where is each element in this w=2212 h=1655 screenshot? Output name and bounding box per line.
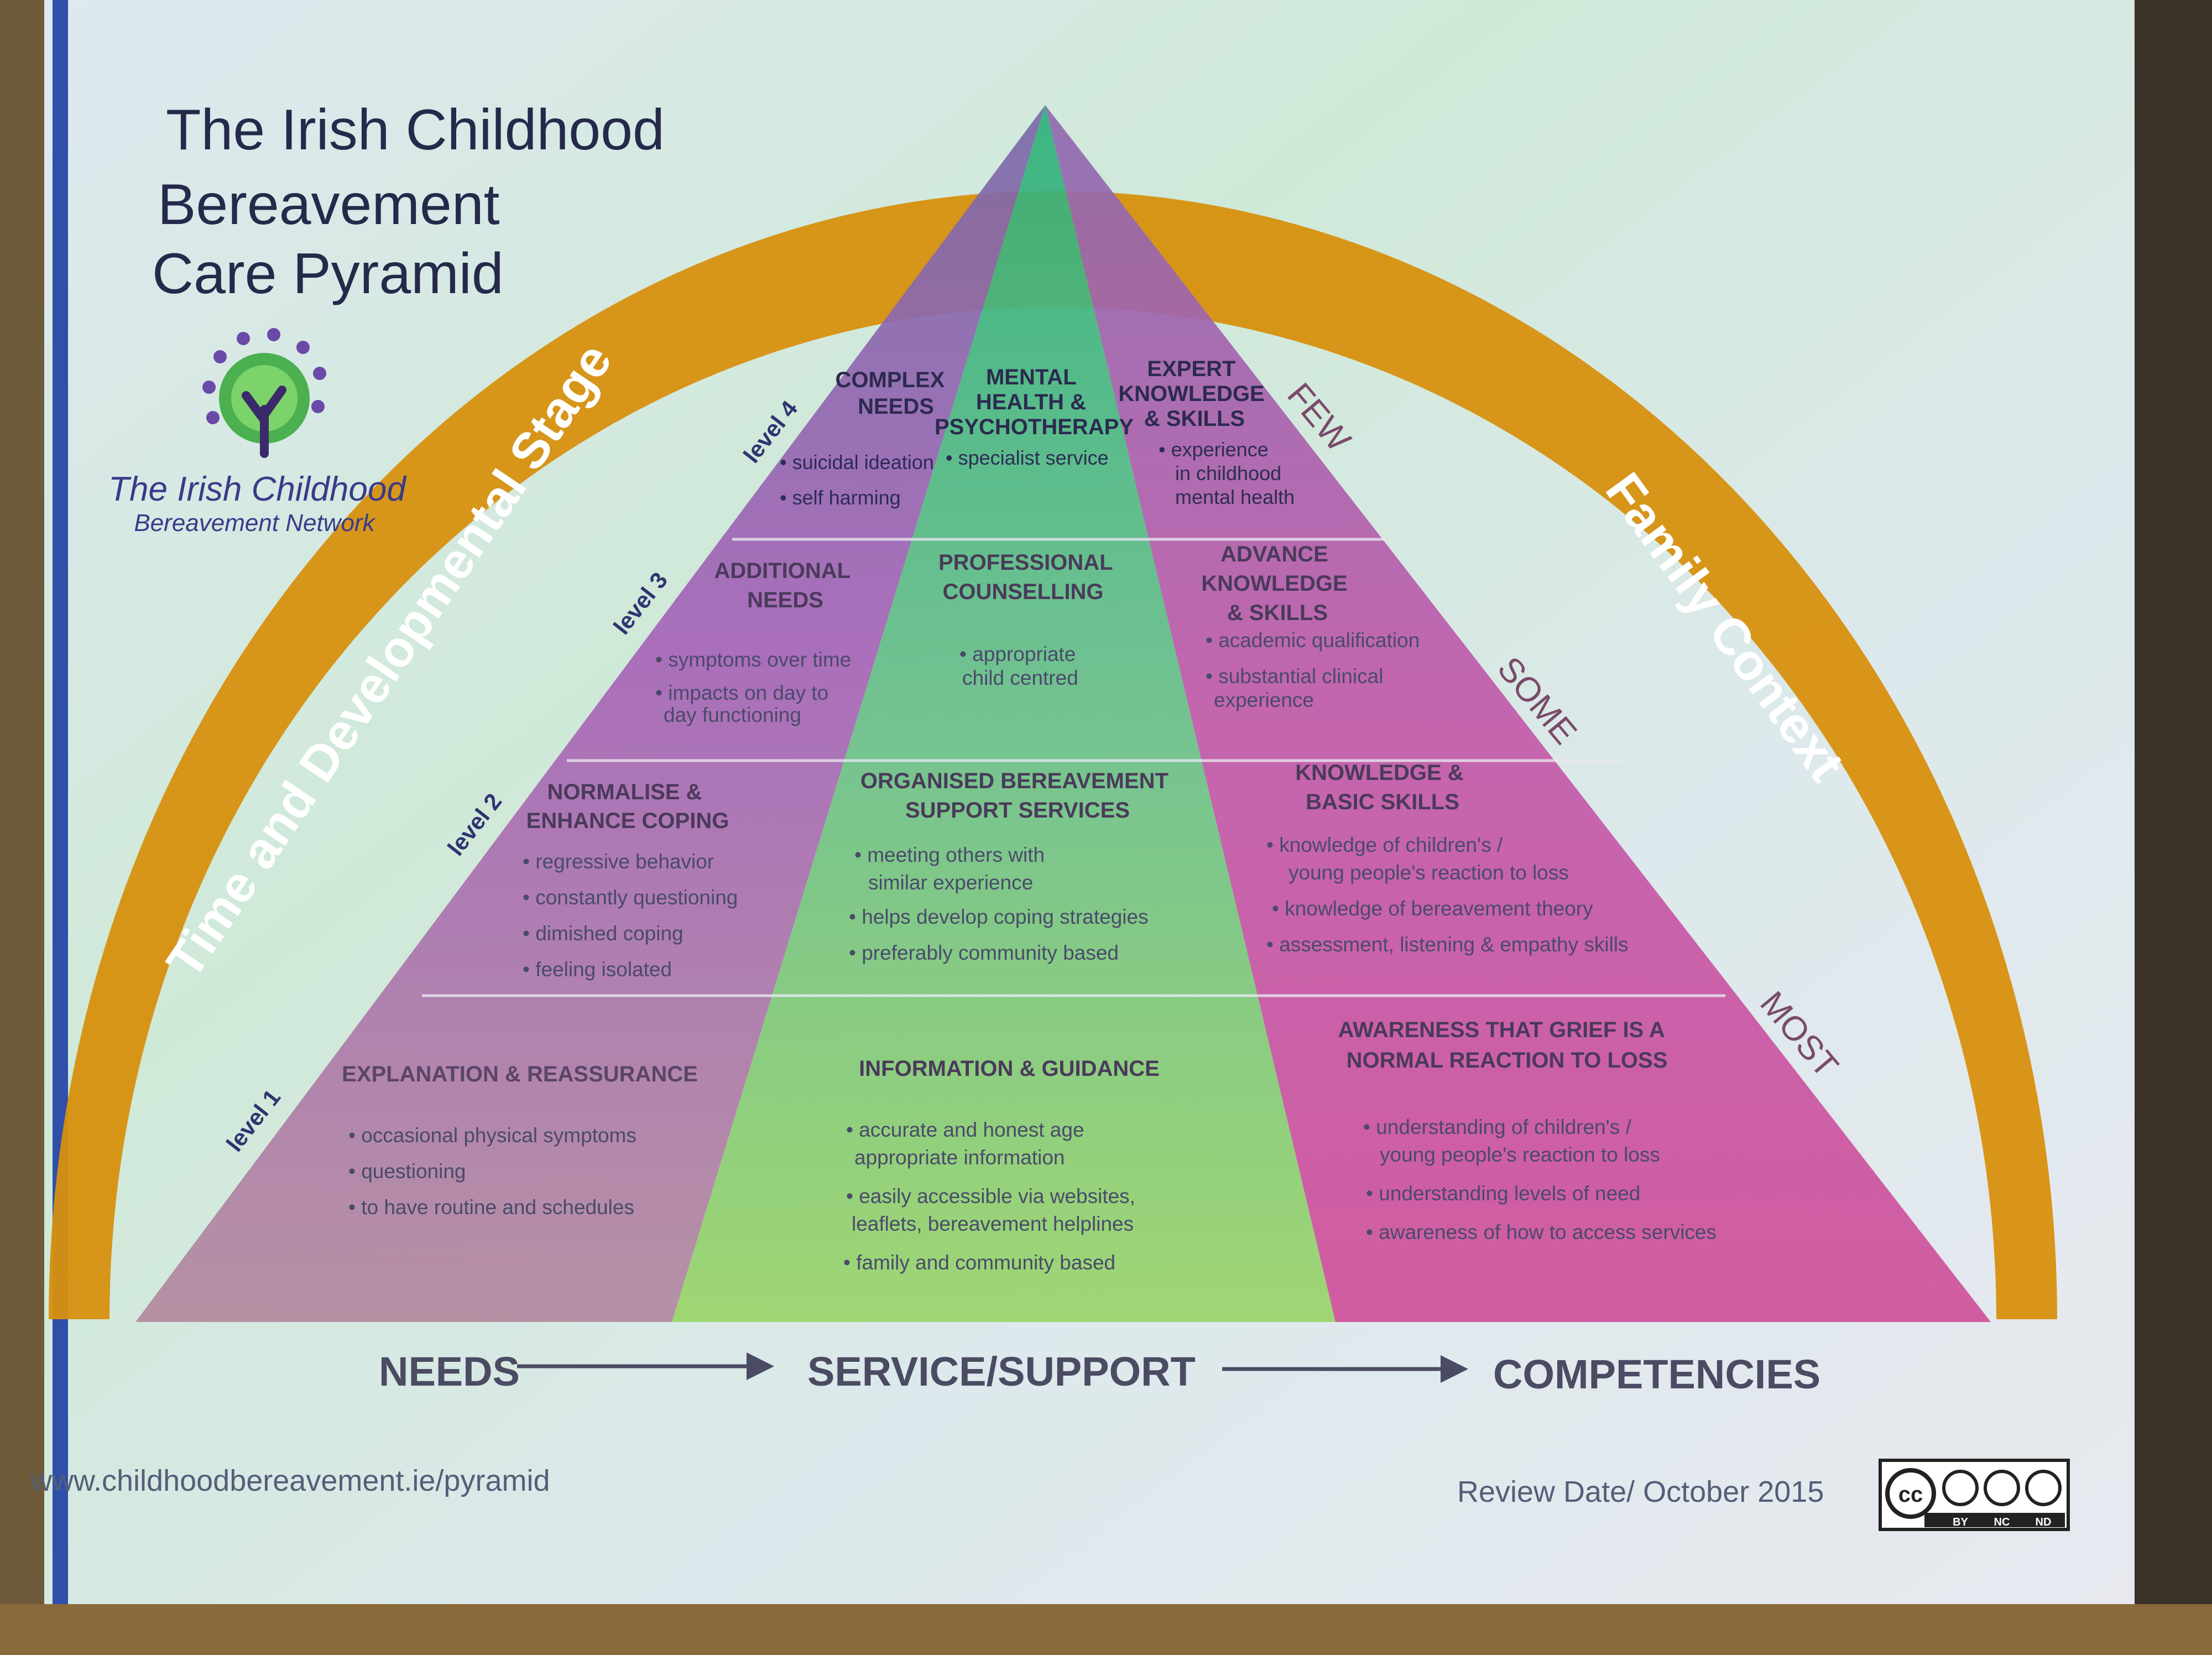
level3-service-heading: PROFESSIONAL COUNSELLING <box>938 550 1119 604</box>
level4-competency-heading: EXPERT KNOWLEDGE & SKILLS <box>1118 357 1271 431</box>
arrow-right-icon <box>517 1352 774 1380</box>
level2-service-heading: ORGANISED BEREAVEMENT SUPPORT SERVICES <box>860 769 1175 823</box>
review-date: Review Date/ October 2015 <box>1457 1475 1824 1508</box>
level2-competency-bullets: • knowledge of children's / young people… <box>1266 834 1629 956</box>
license-by: BY <box>1953 1516 1968 1528</box>
page-title: The Irish Childhood Bereavement Care Pyr… <box>152 98 681 306</box>
axis-service: SERVICE/SUPPORT <box>807 1349 1196 1394</box>
level2-competency-heading: KNOWLEDGE & BASIC SKILLS <box>1295 761 1470 814</box>
license-nc: NC <box>1994 1516 2010 1528</box>
level4-service-heading: MENTAL HEALTH & PSYCHOTHERAPY <box>935 365 1134 439</box>
level2-needs-heading: NORMALISE & ENHANCE COPING <box>526 780 729 833</box>
level1-needs-heading: EXPLANATION & REASSURANCE <box>342 1062 698 1086</box>
level3-service-bullets: • appropriate child centred <box>959 643 1082 689</box>
level1-service-bullets: • accurate and honest age appropriate in… <box>843 1118 1141 1274</box>
level3-competency-bullets: • academic qualification • substantial c… <box>1206 629 1426 711</box>
level1-service-heading: INFORMATION & GUIDANCE <box>859 1057 1160 1081</box>
level4-needs-bullets: • suicidal ideation • self harming <box>780 451 940 509</box>
license-nd: ND <box>2036 1516 2052 1528</box>
svg-text:cc: cc <box>1898 1482 1923 1507</box>
level1-competency-heading: AWARENESS THAT GRIEF IS A NORMAL REACTIO… <box>1338 1018 1671 1073</box>
level4-needs-heading: COMPLEX NEEDS <box>836 368 951 419</box>
axis-needs: NEEDS <box>379 1349 520 1394</box>
axis-competencies: COMPETENCIES <box>1493 1351 1820 1397</box>
level3-needs-heading: ADDITIONAL NEEDS <box>714 559 856 612</box>
pyramid-competency-band <box>1045 105 1991 1322</box>
logo-name-line1: The Irish Childhood <box>108 470 407 508</box>
level3-needs-bullets: • symptoms over time • impacts on day to… <box>655 648 857 726</box>
creative-commons-icon: cc BY NC ND <box>1879 1459 2070 1531</box>
level1-needs-bullets: • occasional physical symptoms • questio… <box>348 1124 642 1219</box>
network-logo: The Irish Childhood Bereavement Network <box>108 328 407 537</box>
level4-competency-bullets: • experience in childhood mental health <box>1159 438 1295 508</box>
level3-competency-heading: ADVANCE KNOWLEDGE & SKILLS <box>1201 542 1354 625</box>
arrow-right-icon <box>1222 1355 1468 1383</box>
level2-service-bullets: • meeting others with similar experience… <box>849 844 1154 964</box>
tree-icon <box>202 328 326 458</box>
level4-service-bullets: • specialist service <box>946 446 1109 469</box>
level2-needs-bullets: • regressive behavior • constantly quest… <box>523 850 744 981</box>
logo-name-line2: Bereavement Network <box>134 509 375 537</box>
footer-url[interactable]: www.childhoodbereavement.ie/pyramid <box>30 1464 550 1497</box>
pyramid-needs-band <box>135 105 1045 1322</box>
pyramid-service-band <box>672 105 1335 1322</box>
level1-competency-bullets: • understanding of children's / young pe… <box>1363 1116 1717 1243</box>
